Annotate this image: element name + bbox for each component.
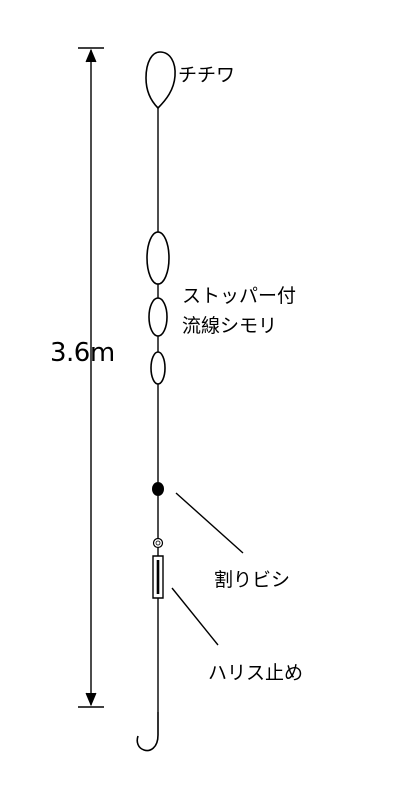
split-shot-sinker — [152, 482, 164, 496]
label-stopper-line2: 流線シモリ — [182, 315, 278, 337]
stopper-float-3 — [150, 351, 166, 385]
tichiwa-loop — [145, 51, 176, 110]
length-label: 3.6m — [50, 338, 115, 368]
label-harisu-dome: ハリス止め — [208, 662, 304, 684]
label-tichiwa: チチワ — [178, 64, 236, 86]
dimension-arrow-bottom — [85, 692, 97, 707]
stopper-float-2 — [148, 297, 168, 337]
harisu-pointer — [171, 587, 219, 646]
swivel-ring-inner — [155, 540, 161, 546]
hook — [136, 712, 159, 752]
dimension-arrow-top — [85, 48, 97, 63]
stopper-float-1 — [146, 231, 170, 285]
label-waribishi: 割りビシ — [214, 569, 291, 591]
length-dimension — [78, 47, 104, 708]
label-stopper-line1: ストッパー付 — [182, 285, 297, 307]
waribishi-pointer — [175, 492, 244, 554]
